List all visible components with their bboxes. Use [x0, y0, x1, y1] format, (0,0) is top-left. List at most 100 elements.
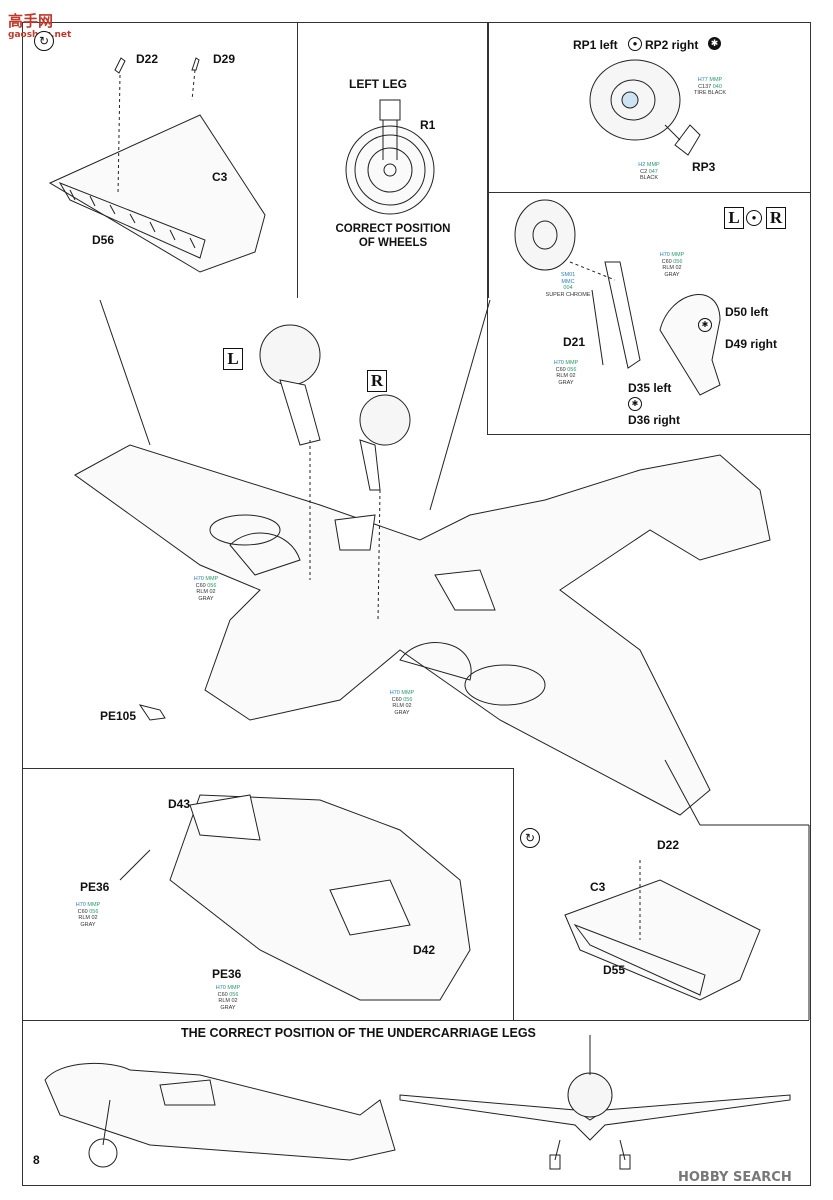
paint-s5a-h: H70 — [75, 902, 86, 908]
paint-tire-black: H77 MMP C137 040 TIRE BLACK — [690, 77, 730, 97]
watermark-logo: 高手网 — [8, 12, 54, 30]
part-c3: C3 — [212, 170, 228, 184]
paint-s5b-c: C60 — [217, 991, 228, 998]
paint-strut-m: MMP — [565, 360, 579, 366]
part-d50: D50 left — [725, 305, 769, 319]
paint-s5a-n: 056 — [89, 908, 99, 915]
wing-flip-icon: ↻ — [520, 828, 540, 848]
paint-mr-name1: RLM 02 — [392, 703, 412, 709]
paint-s5b-m: MMP — [227, 985, 241, 991]
paint-ml-name1: RLM 02 — [196, 589, 216, 595]
panel-step4 — [487, 192, 810, 435]
paint-rlm02-main-right: H70 MMP C60 056 RLM 02 GRAY — [384, 690, 420, 716]
part-rp2: RP2 right — [645, 38, 699, 52]
step5-wing-drawing — [119, 794, 471, 1001]
wheel-position-caption: CORRECT POSITION OF WHEELS — [318, 222, 468, 250]
part-d22-step6: D22 — [657, 838, 680, 852]
paint-s5a-m: MMP — [87, 902, 101, 908]
footer-side-view-drawing — [44, 1062, 396, 1168]
part-d22: D22 — [136, 52, 159, 66]
paint-rlm02-step4: H70 MMP C60 056 RLM 02 GRAY — [654, 252, 690, 278]
caption-line-1: CORRECT POSITION — [335, 223, 451, 235]
part-d36: D36 right — [628, 413, 681, 427]
part-pe36-upper: PE36 — [80, 880, 110, 894]
rp1-marker-icon: ● — [628, 37, 642, 51]
paint-s5b-name2: GRAY — [220, 1004, 236, 1011]
main-side-right-box: R — [367, 370, 387, 392]
paint-mr-h: H70 — [389, 690, 400, 696]
paint-rlm02-main-left: H70 MMP C60 056 RLM 02 GRAY — [188, 576, 224, 602]
caption-line-2: OF WHEELS — [358, 237, 428, 249]
paint-chrome-name: SUPER CHROME — [545, 291, 591, 298]
step6-wing-drawing — [564, 860, 761, 1001]
paint-hub-name: BLACK — [639, 175, 659, 181]
part-rp1: RP1 left — [573, 38, 618, 52]
main-side-left-box: L — [223, 348, 243, 370]
paint-s5b-n: 056 — [229, 991, 239, 998]
paint-chrome-h: SM01 — [560, 272, 576, 278]
paint-s5a-name1: RLM 02 — [78, 915, 98, 921]
paint-hub-n: 047 — [648, 168, 658, 175]
paint-rlm02-step5-upper: H70 MMP C60 056 RLM 02 GRAY — [70, 902, 106, 928]
part-d56: D56 — [92, 233, 115, 247]
step1-wing-drawing — [48, 57, 266, 273]
part-c3-step6: C3 — [590, 880, 606, 894]
d36-marker-icon: ✱ — [628, 397, 642, 411]
paint-super-chrome: SM01 MMC 004 SUPER CHROME — [538, 272, 598, 298]
part-d42: D42 — [413, 943, 436, 957]
paint-rlm02-strut: H70 MMP C60 056 RLM 02 GRAY — [548, 360, 584, 386]
paint-hub-m: MMP — [646, 162, 660, 168]
part-r1: R1 — [420, 118, 436, 132]
panel-footer — [22, 1020, 809, 1185]
part-d43: D43 — [168, 797, 191, 811]
paint-s4-name1: RLM 02 — [662, 265, 682, 271]
paint-chrome-n: 004 — [563, 285, 573, 291]
paint-hub-c: C2 — [640, 168, 648, 175]
paint-hub-black: H2 MMP C2 047 BLACK — [632, 162, 666, 182]
paint-s5a-name2: GRAY — [80, 921, 96, 928]
paint-mr-m: MMP — [401, 690, 415, 696]
footer-title: THE CORRECT POSITION OF THE UNDERCARRIAG… — [181, 1026, 536, 1040]
paint-ml-name2: GRAY — [198, 595, 214, 602]
paint-hub-h: H2 — [638, 162, 646, 168]
paint-tire-m: MMP — [709, 77, 723, 83]
paint-tire-n: 040 — [712, 83, 722, 90]
part-pe105: PE105 — [100, 709, 137, 723]
paint-strut-n: 056 — [567, 366, 577, 373]
main-aircraft-drawing — [74, 299, 810, 1020]
paint-s4-m: MMP — [671, 252, 685, 258]
part-d35: D35 left — [628, 381, 672, 395]
paint-ml-c: C60 — [195, 582, 206, 589]
part-d21: D21 — [563, 335, 586, 349]
paint-tire-c: C137 — [698, 83, 712, 90]
step2-wheel-drawing — [345, 99, 435, 215]
panel-step5 — [22, 768, 514, 1021]
part-rp3: RP3 — [692, 160, 716, 174]
paint-chrome-m: MMC — [561, 278, 575, 285]
paint-ml-m: MMP — [205, 576, 219, 582]
paint-strut-name2: GRAY — [558, 379, 574, 386]
paint-ml-n: 056 — [207, 582, 217, 589]
paint-rlm02-step5-lower: H70 MMP C60 056 RLM 02 GRAY — [210, 985, 246, 1011]
step3-wheel-drawing — [589, 59, 701, 156]
left-leg-title: LEFT LEG — [349, 77, 407, 91]
paint-mr-n: 056 — [403, 696, 413, 703]
footer-front-view-drawing — [399, 1035, 791, 1170]
paint-tire-name: TIRE BLACK — [693, 90, 727, 96]
paint-ml-h: H70 — [193, 576, 204, 582]
side-right-box: R — [766, 207, 786, 229]
part-d55: D55 — [603, 963, 626, 977]
part-d29: D29 — [213, 52, 236, 66]
paint-s4-c: C60 — [661, 258, 672, 265]
panel-step3 — [487, 22, 810, 193]
paint-strut-c: C60 — [555, 366, 566, 373]
paint-s5b-h: H70 — [215, 985, 226, 991]
paint-s5b-name1: RLM 02 — [218, 998, 238, 1004]
paint-tire-h: H77 — [697, 77, 708, 83]
paint-mr-name2: GRAY — [394, 709, 410, 716]
d49-marker-icon: ✱ — [698, 318, 712, 332]
paint-s4-h: H70 — [659, 252, 670, 258]
paint-s4-n: 056 — [673, 258, 683, 265]
paint-strut-name1: RLM 02 — [556, 373, 576, 379]
